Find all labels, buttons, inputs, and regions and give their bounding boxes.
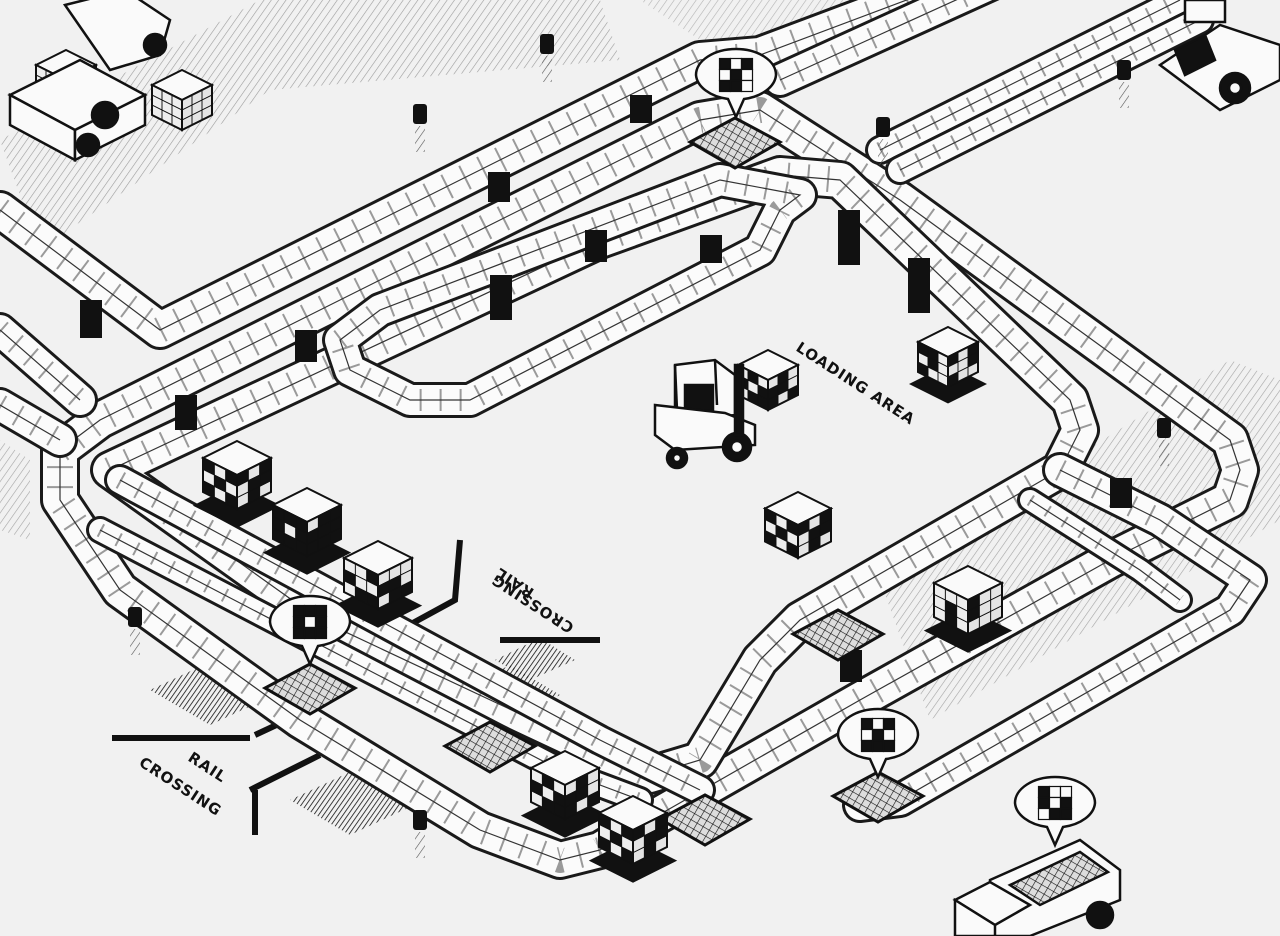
forklift	[653, 358, 757, 470]
pattern-marker-truck	[1013, 775, 1097, 849]
conveyor-belt-11	[1017, 487, 1193, 613]
truck-top-left	[7, 0, 172, 163]
cube-belt-2	[262, 486, 352, 575]
conveyor-network	[0, 0, 1268, 880]
bollards	[128, 34, 1171, 858]
pattern-markers	[268, 47, 1097, 849]
belt-gratings	[261, 116, 927, 847]
pattern-marker-left	[268, 594, 352, 668]
pattern-marker-top	[694, 47, 778, 121]
cube-belt-4	[520, 749, 610, 838]
conveyor-belt-12	[104, 464, 716, 806]
cube-belt-6	[909, 325, 987, 404]
cube-forklift	[735, 348, 801, 412]
conveyor-supports	[80, 95, 1132, 682]
conveyor-belt-6	[0, 387, 78, 458]
pattern-marker-right	[836, 707, 920, 781]
cube-ground	[149, 68, 215, 132]
pattern-cubes	[33, 48, 1013, 883]
truck-top-right	[1157, 0, 1280, 112]
cube-belt-5	[588, 794, 678, 883]
truck-bottom-right	[952, 838, 1122, 936]
conveyor-belt-5	[0, 312, 98, 418]
conveyor-belt-9	[885, 5, 1215, 185]
conveyor-belt-7	[762, 0, 1000, 98]
cube-belt-7	[923, 564, 1013, 653]
conveyor-belt-3	[322, 162, 818, 418]
rail-crossing-top-line2: CROSSING	[488, 570, 577, 637]
conveyor-belt-8	[865, 0, 1195, 165]
cube-belt-1	[192, 439, 282, 528]
cube-belt-3	[333, 539, 423, 628]
loading-area-label: LOADING AREA	[793, 338, 919, 428]
rail-crossing-bottom-line1: RAIL	[185, 748, 230, 786]
cube-floor	[762, 490, 834, 560]
